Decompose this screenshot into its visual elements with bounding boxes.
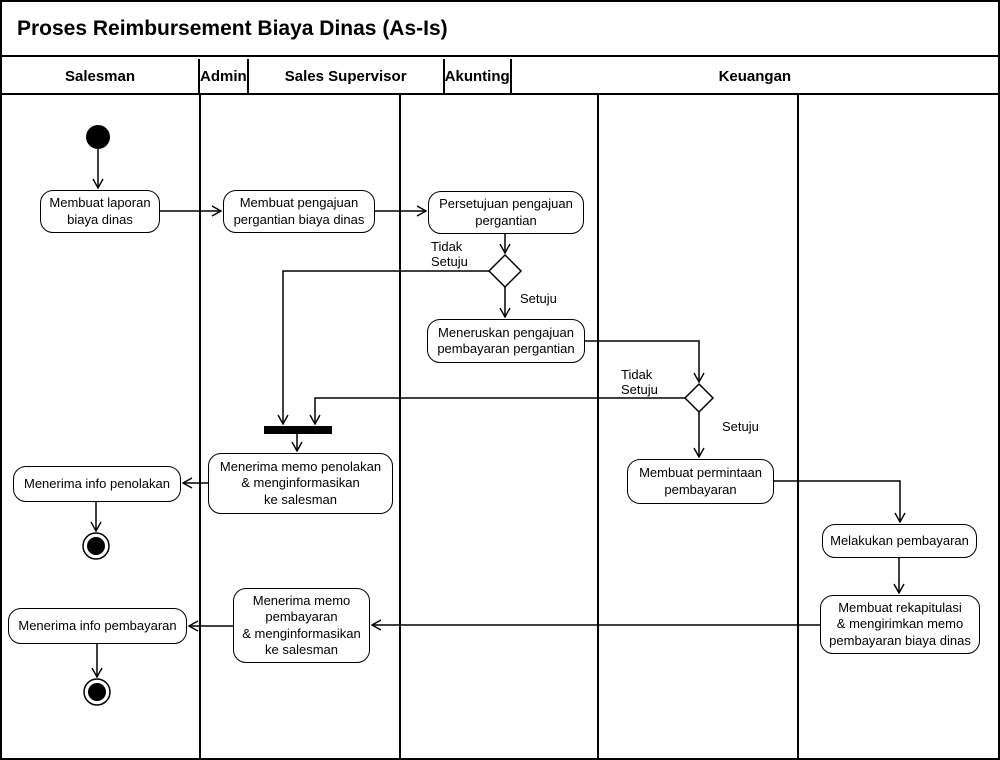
decision1-diamond — [487, 253, 523, 289]
guard-label-decision2-setuju: Setuju — [722, 419, 759, 434]
edge-decision1-tidak-setuju-to-merge — [283, 270, 489, 424]
lane-divider-3 — [597, 95, 599, 758]
swimlane-header-row: Salesman Admin Sales Supervisor Akunting… — [2, 59, 998, 95]
edge-meneruskan-to-decision2 — [585, 340, 699, 382]
end-node-penolakan — [82, 532, 110, 560]
start-node — [86, 125, 110, 149]
lane-divider-1 — [199, 95, 201, 758]
lane-header-akunting: Akunting — [445, 59, 512, 93]
activity-membuat-laporan: Membuat laporan biaya dinas — [40, 190, 160, 233]
lane-header-salesman: Salesman — [2, 59, 200, 93]
activity-menerima-memo-penolakan: Menerima memo penolakan & menginformasik… — [208, 453, 393, 514]
guard-label-decision2-tidak-setuju: Tidak Setuju — [621, 367, 658, 397]
merge-bar — [264, 426, 332, 434]
activity-menerima-memo-pembayaran: Menerima memo pembayaran & menginformasi… — [233, 588, 370, 663]
edge-decision2-tidak-setuju-to-merge — [315, 397, 685, 424]
activity-membuat-pengajuan: Membuat pengajuan pergantian biaya dinas — [223, 190, 375, 233]
guard-label-decision1-setuju: Setuju — [520, 291, 557, 306]
lane-divider-2 — [399, 95, 401, 758]
activity-menerima-info-pembayaran: Menerima info pembayaran — [8, 608, 187, 644]
activity-menerima-info-penolakan: Menerima info penolakan — [13, 466, 181, 502]
activity-melakukan-pembayaran: Melakukan pembayaran — [822, 524, 977, 558]
diagram-title: Proses Reimbursement Biaya Dinas (As-Is) — [17, 16, 448, 40]
lane-header-keuangan: Keuangan — [718, 67, 792, 85]
end-node-pembayaran — [83, 678, 111, 706]
lane-divider-4 — [797, 95, 799, 758]
lane-header-sales-supervisor: Sales Supervisor — [249, 59, 445, 93]
decision2-diamond — [683, 382, 715, 414]
activity-meneruskan-pengajuan: Meneruskan pengajuan pembayaran perganti… — [427, 319, 585, 363]
activity-persetujuan-pengajuan: Persetujuan pengajuan pergantian — [428, 191, 584, 234]
guard-label-decision1-tidak-setuju: Tidak Setuju — [431, 239, 468, 269]
edge-membuat-permintaan-to-melakukan-pembayaran — [774, 480, 900, 522]
diagram-title-bar: Proses Reimbursement Biaya Dinas (As-Is) — [2, 2, 998, 57]
activity-membuat-permintaan: Membuat permintaan pembayaran — [627, 459, 774, 504]
lane-header-admin: Admin — [200, 59, 249, 93]
activity-membuat-rekapitulasi: Membuat rekapitulasi & mengirimkan memo … — [820, 595, 980, 654]
